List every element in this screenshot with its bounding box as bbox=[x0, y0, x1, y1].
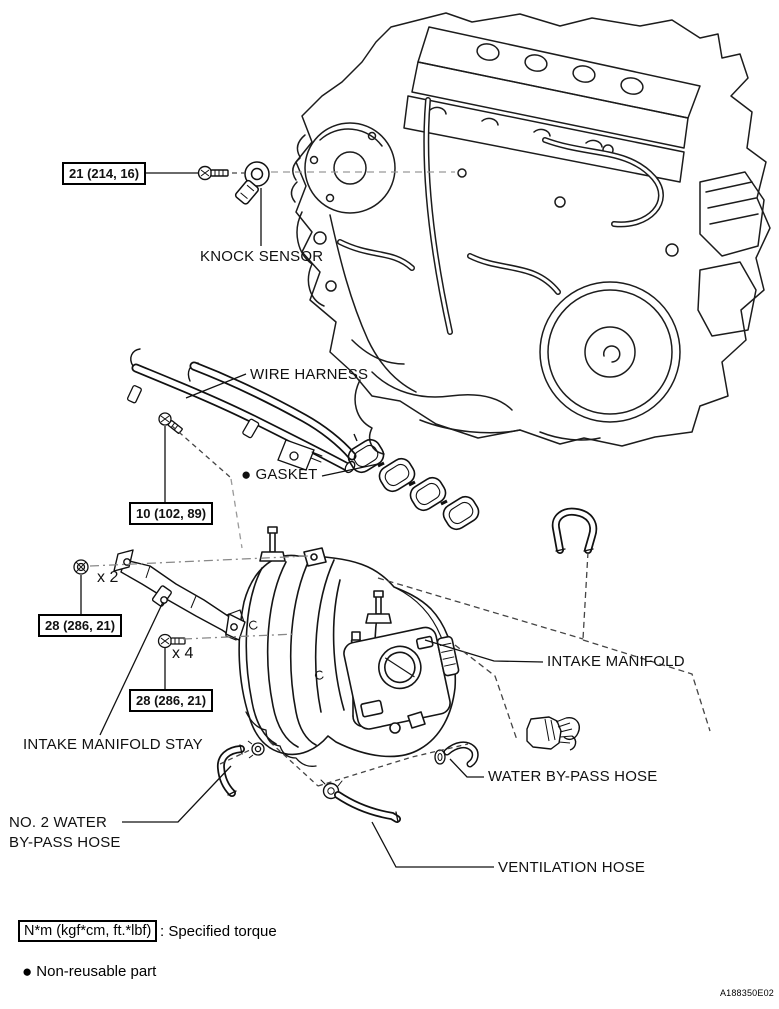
figure-code: A188350E02 bbox=[719, 988, 774, 998]
label-gasket-text: GASKET bbox=[255, 466, 318, 483]
gasket-drawing bbox=[347, 433, 480, 531]
knock-sensor-bolt-drawing bbox=[197, 165, 229, 181]
knock-sensor-drawing bbox=[234, 161, 270, 205]
non-reusable-bullet: ● bbox=[241, 465, 252, 484]
connector-drawing bbox=[526, 716, 580, 751]
label-ventilation-hose: VENTILATION HOSE bbox=[498, 859, 646, 876]
label-knock-sensor: KNOCK SENSOR bbox=[200, 248, 324, 265]
stay-bolt-quantity: x 4 bbox=[172, 645, 194, 662]
intake-manifold-drawing bbox=[223, 526, 460, 767]
label-wire-harness: WIRE HARNESS bbox=[250, 366, 369, 383]
legend-torque-description: : Specified torque bbox=[160, 923, 277, 940]
assembly-dashed-lines bbox=[89, 171, 711, 787]
wire-harness-drawing bbox=[127, 348, 357, 474]
no2-water-bypass-hose-drawing bbox=[216, 744, 245, 797]
upper-water-bypass-hose-drawing bbox=[551, 507, 598, 554]
non-reusable-bullet: ● bbox=[22, 962, 33, 981]
wire-harness-bolt-drawing bbox=[158, 412, 183, 434]
stay-nut-drawing bbox=[73, 559, 89, 575]
legend-torque-unit-box: N*m (kgf*cm, ft.*lbf) bbox=[18, 920, 158, 942]
torque-box-stay-bolt: 28 (286, 21) bbox=[129, 689, 214, 712]
legend-nonreusable-text: Non-reusable part bbox=[36, 963, 157, 980]
label-water-bypass-hose: WATER BY-PASS HOSE bbox=[488, 768, 658, 785]
water-bypass-hose-drawing bbox=[434, 741, 479, 768]
torque-box-wire-harness-bolt: 10 (102, 89) bbox=[129, 502, 214, 525]
torque-box-stay-nut: 28 (286, 21) bbox=[38, 614, 123, 637]
label-gasket: ●GASKET bbox=[241, 466, 318, 483]
stay-bolt-drawing bbox=[157, 633, 186, 649]
leader-lines bbox=[80, 172, 544, 868]
label-intake-manifold: INTAKE MANIFOLD bbox=[547, 653, 685, 670]
label-no2-water-bypass-hose-line2: BY-PASS HOSE bbox=[9, 834, 121, 851]
label-no2-water-bypass-hose-line1: NO. 2 WATER bbox=[9, 814, 108, 831]
legend-nonreusable-part: ●Non-reusable part bbox=[22, 962, 156, 982]
torque-box-knock-sensor-bolt: 21 (214, 16) bbox=[62, 162, 147, 185]
engine-drawing bbox=[290, 12, 771, 455]
hose-clamp-left-drawing bbox=[247, 740, 265, 759]
intake-manifold-stay-drawing bbox=[113, 549, 246, 641]
label-intake-manifold-stay: INTAKE MANIFOLD STAY bbox=[23, 736, 203, 753]
ventilation-hose-drawing bbox=[320, 779, 401, 823]
stay-nut-quantity: x 2 bbox=[97, 569, 119, 586]
